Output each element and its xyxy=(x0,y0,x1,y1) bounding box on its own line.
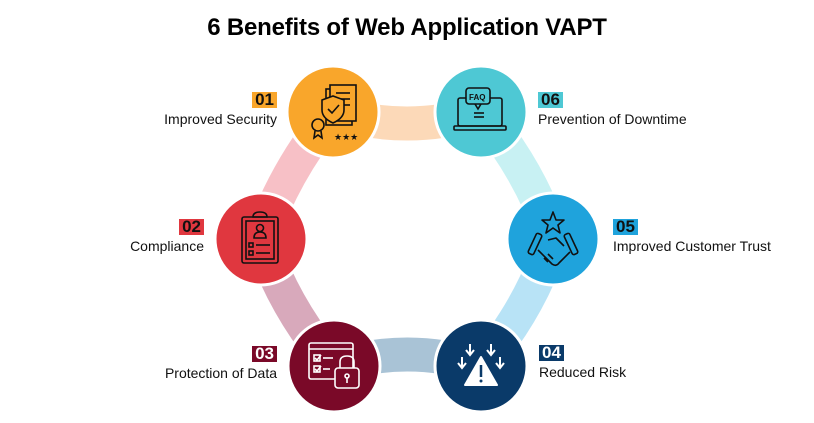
laptop-faq-icon: FAQ xyxy=(453,87,507,131)
checklist-lock-icon xyxy=(308,342,360,389)
benefit-number-badge: 03 xyxy=(252,345,277,362)
benefit-02: 02 Compliance xyxy=(130,218,204,254)
benefit-01: 01 Improved Security xyxy=(164,91,277,127)
handshake-star-icon xyxy=(527,211,579,267)
benefit-number-badge: 02 xyxy=(179,218,204,235)
faq-icon-text: FAQ xyxy=(469,93,485,102)
svg-text:★★★: ★★★ xyxy=(334,132,358,142)
security-certificate-icon: ★★★ xyxy=(311,84,358,142)
benefit-06: 06 Prevention of Downtime xyxy=(538,91,687,127)
benefit-number-badge: 06 xyxy=(538,91,563,108)
clipboard-profile-icon xyxy=(241,211,279,264)
benefit-label: Improved Customer Trust xyxy=(613,238,771,254)
benefit-04: 04 Reduced Risk xyxy=(539,344,627,380)
benefit-number-badge: 01 xyxy=(252,91,277,108)
warning-arrows-icon xyxy=(457,344,505,386)
page-title: 6 Benefits of Web Application VAPT xyxy=(207,14,607,41)
benefit-number-badge: 05 xyxy=(613,218,638,235)
benefit-label: Improved Security xyxy=(164,111,277,127)
benefit-number-badge: 04 xyxy=(539,344,564,361)
benefit-05: 05 Improved Customer Trust xyxy=(613,218,771,254)
benefit-label: Protection of Data xyxy=(164,365,277,381)
benefit-label: Compliance xyxy=(130,238,204,254)
benefit-03: 03 Protection of Data xyxy=(164,345,277,381)
circle-06 xyxy=(433,64,529,160)
circle-03 xyxy=(286,318,382,414)
circle-02 xyxy=(213,191,309,287)
benefit-label: Reduced Risk xyxy=(539,364,627,380)
benefit-label: Prevention of Downtime xyxy=(538,111,687,127)
